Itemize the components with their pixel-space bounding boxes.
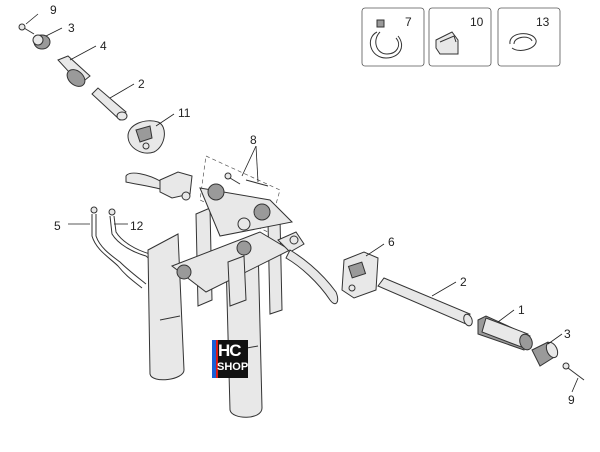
part-fork-assembly[interactable] — [147, 183, 294, 418]
callout-9-top: 9 — [50, 3, 57, 17]
part-bolt-bottom[interactable] — [562, 362, 585, 381]
callout-7: 7 — [405, 15, 412, 29]
callout-2-right: 2 — [460, 275, 467, 289]
callout-2-top: 2 — [138, 77, 145, 91]
hc-shop-logo: HC SHOP — [212, 340, 248, 378]
part-switch-housing-right[interactable] — [341, 251, 379, 299]
inset-box-10[interactable]: 10 — [428, 7, 492, 67]
leader-lines — [25, 13, 579, 393]
callout-4: 4 — [100, 39, 107, 53]
clamp-ring-icon — [369, 31, 402, 59]
callout-10: 10 — [470, 15, 484, 29]
part-bolts-master-cylinder[interactable] — [224, 172, 269, 187]
logo-line-2: SHOP — [217, 361, 249, 373]
logo-strip — [212, 340, 216, 378]
part-switch-housing-left[interactable] — [127, 120, 165, 154]
callout-11: 11 — [178, 106, 191, 120]
callout-8: 8 — [250, 133, 257, 147]
part-grip-left[interactable] — [57, 55, 91, 90]
circlip-icon — [509, 33, 537, 51]
callout-5: 5 — [54, 219, 61, 233]
part-right-lever[interactable] — [277, 231, 339, 305]
clamp-head-icon — [376, 19, 385, 28]
callout-13: 13 — [536, 15, 550, 29]
callout-3-top: 3 — [68, 21, 75, 35]
part-left-lever-assembly[interactable] — [125, 171, 193, 201]
callout-6: 6 — [388, 235, 395, 249]
callout-9-bottom: 9 — [568, 393, 575, 407]
callout-12: 12 — [130, 219, 144, 233]
logo-strip-red — [216, 340, 218, 378]
part-cable-5[interactable] — [90, 206, 147, 289]
part-bolt-top[interactable] — [18, 23, 35, 35]
callout-1: 1 — [518, 303, 525, 317]
part-bar-end-weight-top[interactable] — [32, 34, 51, 50]
callout-3-right: 3 — [564, 327, 571, 341]
inset-box-7[interactable]: 7 — [361, 7, 425, 67]
retainer-clip-icon — [435, 31, 459, 55]
part-throttle-tube-right[interactable] — [377, 277, 474, 327]
part-bar-end-weight-right[interactable] — [531, 341, 560, 367]
part-throttle-tube-top[interactable] — [91, 87, 128, 121]
part-grip-right[interactable] — [477, 315, 534, 352]
logo-line-1: HC — [218, 341, 242, 360]
inset-box-13[interactable]: 13 — [497, 7, 561, 67]
